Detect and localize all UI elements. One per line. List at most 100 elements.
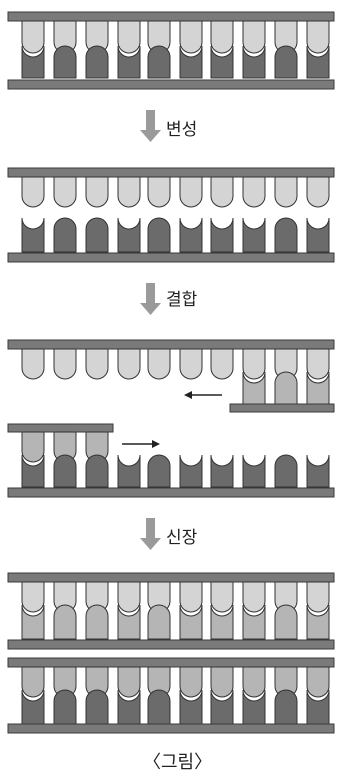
new-strand-base [306, 666, 330, 698]
bottom-strand-base [274, 689, 298, 725]
bottom-strand-base [147, 689, 171, 725]
step-label-extension: 신장 [166, 528, 198, 548]
bottom-strand-backbone [7, 487, 335, 498]
bottom-strand-base [117, 45, 141, 79]
new-strand-base [117, 666, 141, 698]
bottom-strand-base [306, 217, 330, 253]
top-strand-base [242, 176, 266, 208]
bottom-strand-base [242, 217, 266, 253]
bottom-strand-base [242, 454, 266, 488]
top-strand-base [117, 176, 141, 208]
top-strand-base [179, 581, 203, 613]
arrow-extension-head [140, 538, 161, 550]
top-strand-base [210, 581, 234, 613]
top-strand-base [179, 348, 203, 380]
top-strand-base [274, 176, 298, 208]
top-strand-base [242, 20, 266, 54]
bottom-strand-base [179, 217, 203, 253]
arrow-extension [146, 518, 155, 540]
top-strand-backbone [7, 572, 335, 583]
new-strand-base [242, 666, 266, 698]
bottom-strand-base [210, 45, 234, 79]
top-strand-base [306, 348, 330, 380]
new-strand-base [179, 666, 203, 698]
bottom-strand-base [306, 689, 330, 725]
arrow-right-extension-head [152, 440, 160, 448]
new-strand-base [242, 604, 266, 640]
top-strand-backbone [7, 167, 335, 178]
top-strand-base [117, 348, 141, 380]
bottom-strand-backbone [7, 252, 335, 263]
bottom-strand-base [242, 689, 266, 725]
bottom-strand-base [210, 689, 234, 725]
bottom-strand-base [210, 454, 234, 488]
new-strand-base [179, 604, 203, 640]
bottom-strand-base [85, 217, 109, 253]
top-strand-base [306, 581, 330, 613]
new-strand-base [274, 604, 298, 640]
primer-backbone [229, 403, 335, 413]
top-strand-base [85, 176, 109, 208]
arrow-left-extension-head [184, 391, 192, 399]
bottom-strand-base [117, 454, 141, 488]
bottom-strand-base [117, 217, 141, 253]
bottom-strand-base [274, 45, 298, 79]
top-strand-base [210, 20, 234, 54]
top-strand-base [147, 176, 171, 208]
bottom-strand-base [21, 217, 45, 253]
bottom-strand-backbone [7, 723, 335, 734]
top-strand-base [21, 348, 45, 380]
top-strand-base [306, 20, 330, 54]
bottom-strand-base [147, 217, 171, 253]
new-strand-base [147, 604, 171, 640]
bottom-strand-base [179, 689, 203, 725]
top-strand-backbone [7, 11, 335, 22]
arrow-denaturation-head [140, 130, 161, 142]
new-strand-base [306, 604, 330, 640]
bottom-strand-base [53, 689, 77, 725]
new-strand-base [210, 604, 234, 640]
bottom-strand-base [274, 217, 298, 253]
bottom-strand-base [179, 45, 203, 79]
top-strand-base [210, 176, 234, 208]
new-strand-base [53, 604, 77, 640]
primer-base [242, 371, 266, 405]
top-strand-base [179, 20, 203, 54]
top-strand-base [147, 348, 171, 380]
bottom-strand-base [85, 689, 109, 725]
bottom-strand-base [21, 454, 45, 488]
bottom-strand-base [85, 45, 109, 79]
top-strand-base [117, 581, 141, 613]
top-strand-base [179, 176, 203, 208]
top-strand-base [117, 20, 141, 54]
bottom-strand-base [21, 689, 45, 725]
primer-base [21, 431, 45, 463]
new-strand-base [21, 666, 45, 698]
bottom-strand-base [21, 45, 45, 79]
top-strand-base [53, 348, 77, 380]
primer-base [306, 371, 330, 405]
top-strand-base [242, 348, 266, 380]
bottom-strand-base [117, 689, 141, 725]
arrow-denaturation [146, 110, 155, 132]
top-strand-base [21, 581, 45, 613]
bottom-strand-base [179, 454, 203, 488]
arrow-annealing-head [140, 303, 161, 315]
bottom-strand-base [210, 217, 234, 253]
top-strand-base [210, 348, 234, 380]
new-strand-base [210, 666, 234, 698]
new-strand-base [21, 604, 45, 640]
primer-base [274, 371, 298, 405]
top-strand-backbone [7, 339, 335, 350]
bottom-strand-backbone [7, 639, 335, 650]
arrow-annealing [146, 283, 155, 305]
new-strand-base [85, 604, 109, 640]
bottom-strand-backbone [7, 79, 335, 90]
top-strand-base [53, 176, 77, 208]
bottom-strand-base [242, 45, 266, 79]
step-label-denaturation: 변성 [166, 120, 198, 140]
bottom-strand-base [306, 45, 330, 79]
primer-backbone [7, 423, 114, 433]
top-strand-base [21, 176, 45, 208]
